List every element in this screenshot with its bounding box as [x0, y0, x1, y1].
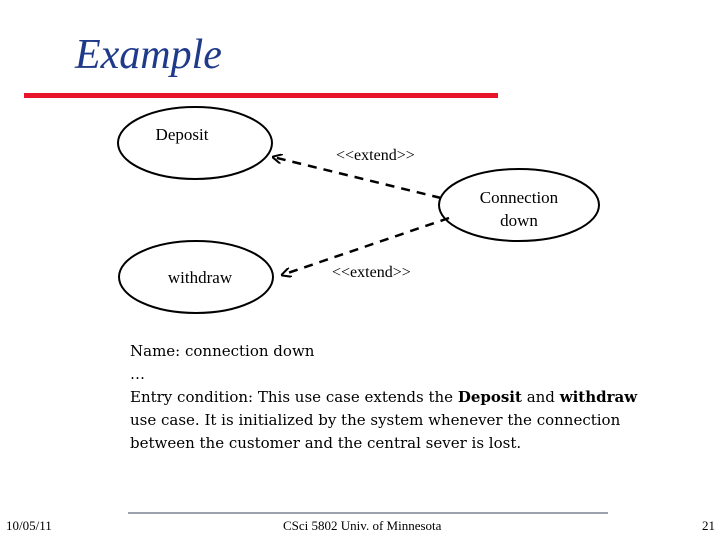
- description-name-line: Name: connection down: [130, 342, 315, 360]
- description-line4: between the customer and the central sev…: [130, 434, 522, 452]
- extend-stereotype-top: <<extend>>: [336, 147, 415, 164]
- description-line3: use case. It is initialized by the syste…: [130, 411, 621, 429]
- use-case-connection-down[interactable]: [438, 168, 600, 242]
- description-ellipsis: …: [130, 365, 145, 383]
- entry-condition-and: and: [521, 388, 560, 406]
- footer-date: 10/05/11: [6, 518, 52, 533]
- footer-page-number: 21: [702, 518, 715, 533]
- entry-condition-deposit: Deposit: [457, 388, 522, 406]
- extend-arrow-to-withdraw: [282, 216, 450, 275]
- withdraw-label: withdraw: [167, 268, 233, 287]
- deposit-label: Deposit: [155, 125, 209, 144]
- title-underline: [24, 93, 498, 98]
- entry-condition-text: Entry condition: This use case extends t…: [130, 388, 458, 406]
- connection-down-label-line2: down: [500, 211, 538, 230]
- extend-arrow-to-deposit: [273, 157, 442, 200]
- connection-down-label-line1: Connection: [479, 188, 559, 207]
- entry-condition-withdraw: withdraw: [559, 388, 638, 406]
- extend-stereotype-bottom: <<extend>>: [332, 264, 411, 281]
- footer-rule: [128, 512, 608, 514]
- slide-title: Example: [75, 32, 222, 78]
- footer-course: CSci 5802 Univ. of Minnesota: [283, 518, 442, 533]
- use-case-withdraw[interactable]: [118, 240, 274, 314]
- description-entry-condition: Entry condition: This use case extends t…: [130, 386, 690, 409]
- use-case-description: Name: connection down … Entry condition:…: [130, 340, 690, 455]
- use-case-deposit[interactable]: [117, 106, 273, 180]
